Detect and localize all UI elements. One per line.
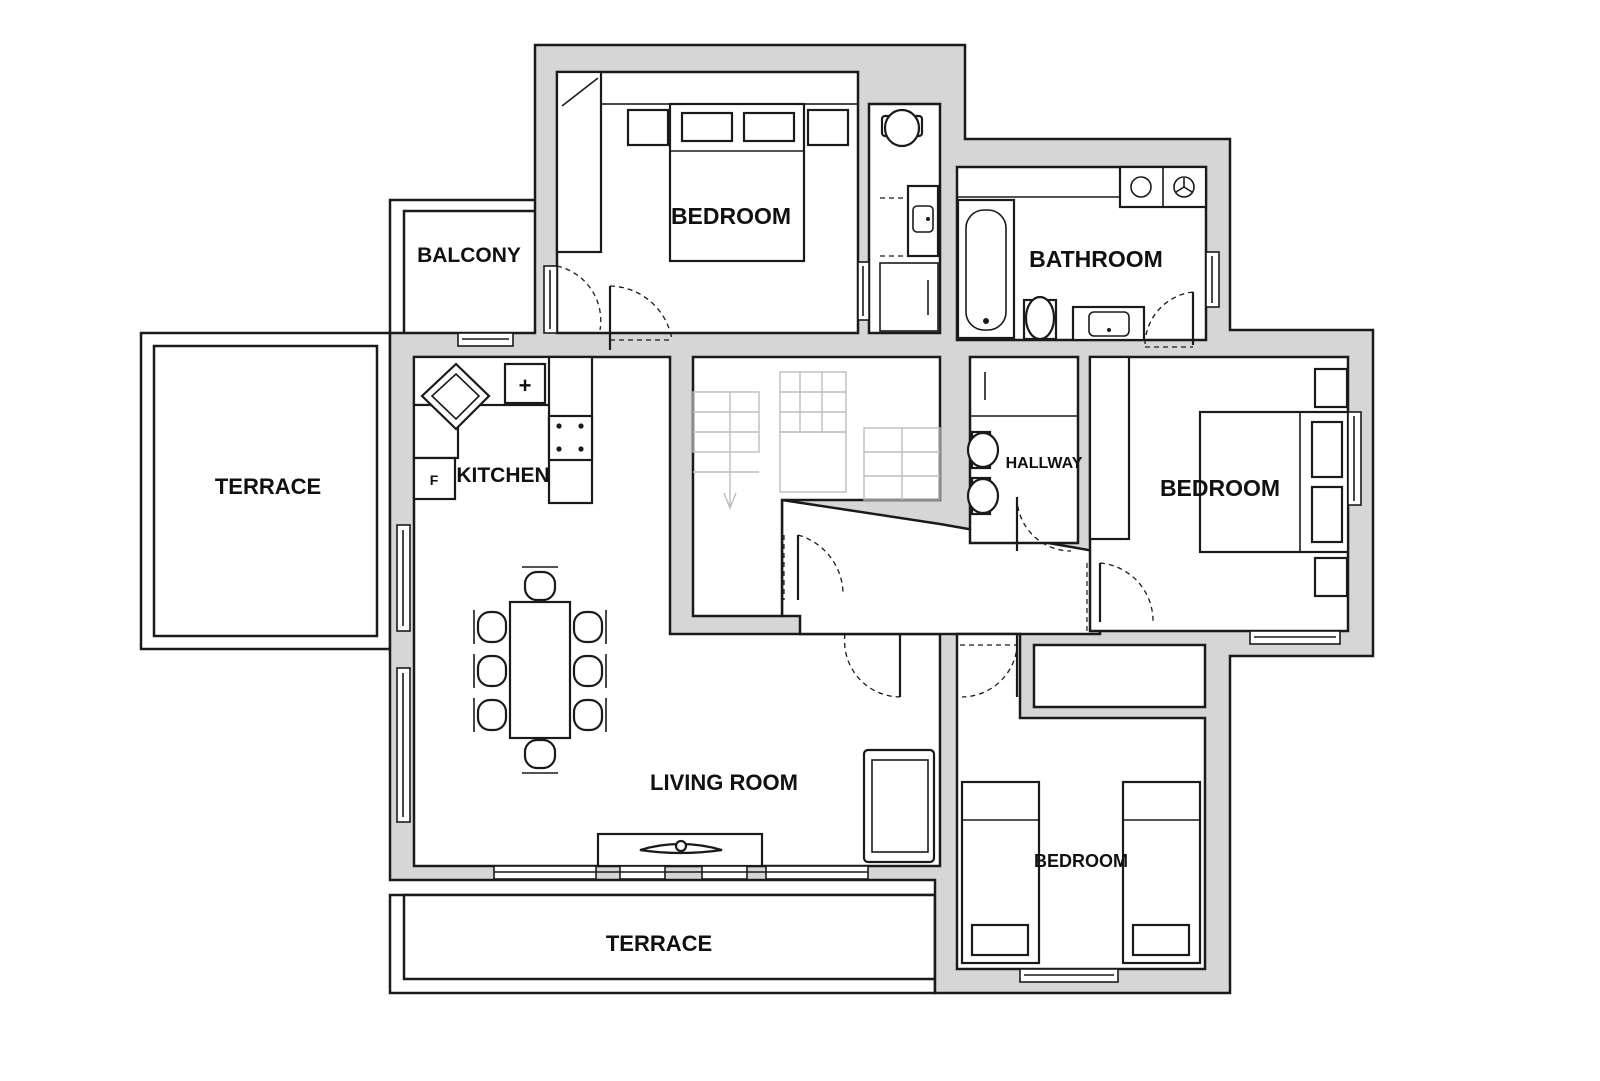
label-bedroom-top: BEDROOM <box>671 203 791 229</box>
sink-corner <box>420 362 491 431</box>
bed-icon <box>626 102 850 263</box>
wardrobe <box>555 70 603 254</box>
balcony <box>388 198 535 333</box>
sink-icon: + <box>503 362 547 405</box>
terrace-bottom <box>388 893 937 995</box>
stair-room <box>691 355 942 618</box>
sofa-icon <box>862 748 936 864</box>
sink-symbol: + <box>519 373 532 398</box>
stairs-icon <box>692 371 941 510</box>
door-icon <box>556 265 1195 698</box>
label-bedroom-right: BEDROOM <box>1160 475 1280 501</box>
toilet-icon <box>966 430 1000 470</box>
dining-table-icon <box>473 566 607 774</box>
window-icon <box>396 251 1362 983</box>
toilet-icon <box>966 476 1000 516</box>
stove-icon <box>547 414 594 462</box>
sink-icon <box>880 184 940 258</box>
label-kitchen: KITCHEN <box>456 464 549 487</box>
bed-icon <box>1198 367 1350 598</box>
fridge-icon: F <box>412 456 457 501</box>
toilet-icon <box>880 108 924 148</box>
label-living-room: LIVING ROOM <box>650 770 798 795</box>
terrace-left <box>139 331 392 651</box>
bed-icon <box>1121 780 1202 965</box>
label-hallway: HALLWAY <box>1006 455 1083 472</box>
label-terrace-left: TERRACE <box>215 474 321 499</box>
label-balcony: BALCONY <box>417 244 521 267</box>
washing-machine <box>1118 165 1208 209</box>
label-bedroom-bottom: BEDROOM <box>1034 851 1128 871</box>
bathtub-icon <box>956 198 1016 340</box>
toilet-icon <box>1022 295 1058 341</box>
tv-console <box>596 832 764 868</box>
sink-icon <box>1071 305 1146 342</box>
label-bathroom: BATHROOM <box>1029 246 1163 272</box>
hall-corridor <box>780 498 1102 636</box>
bed-icon <box>960 780 1041 965</box>
storage-room <box>1032 643 1207 709</box>
fridge-letter: F <box>430 472 439 488</box>
label-terrace-bottom: TERRACE <box>606 931 712 956</box>
